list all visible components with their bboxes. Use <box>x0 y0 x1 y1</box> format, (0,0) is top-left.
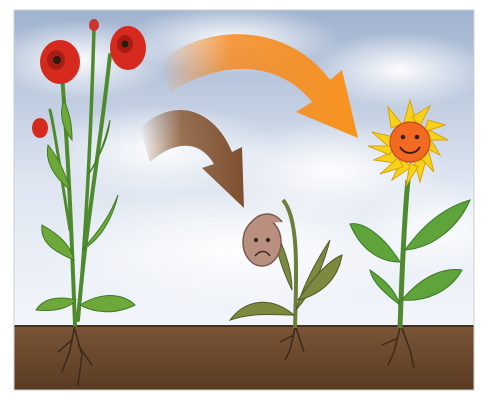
sunflower-face <box>390 122 430 162</box>
poppy-bud <box>32 118 48 138</box>
wilted-flower-head <box>243 218 281 266</box>
